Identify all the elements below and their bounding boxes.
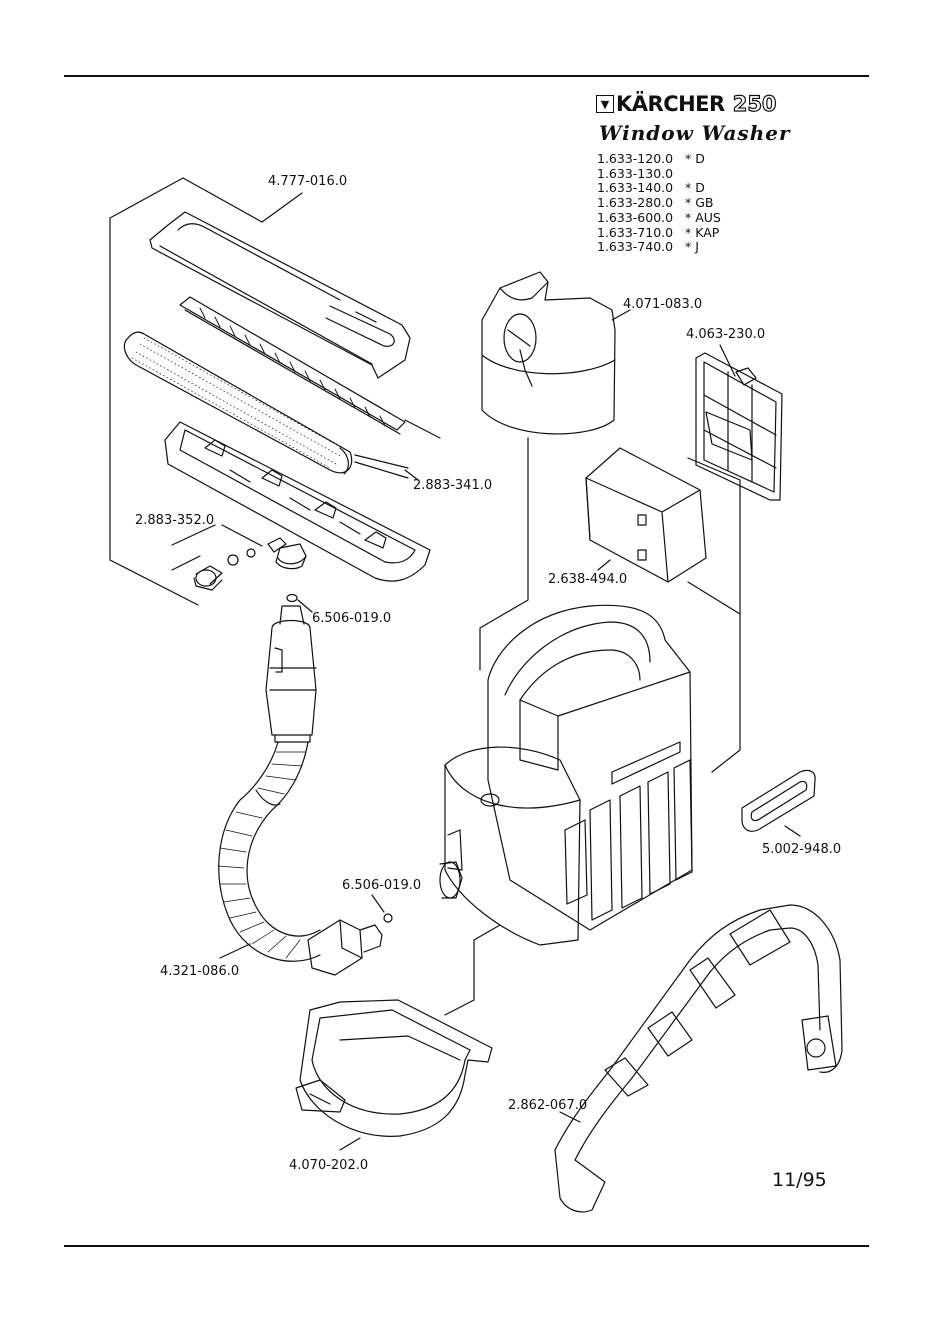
part-label-grille: 4.063-230.0 (686, 327, 765, 342)
hose-connector-part (308, 914, 392, 975)
connector-set-part (172, 525, 306, 590)
part-label-hose: 4.321-086.0 (160, 964, 239, 979)
part-label-gasket: 5.002-948.0 (762, 842, 841, 857)
part-label-roller: 2.883-341.0 (413, 478, 492, 493)
leader-grille-to-body (688, 458, 740, 614)
rail-strip-part (180, 297, 405, 434)
leader-grille (720, 345, 735, 376)
hose-handle-part (266, 606, 316, 742)
sponge-roller-part (124, 332, 351, 474)
seal-gasket-part (742, 770, 815, 831)
wiper-base-part (165, 422, 430, 581)
leader-tray (340, 1138, 360, 1150)
part-label-cover: 4.777-016.0 (268, 174, 347, 189)
part-label-cap: 4.071-083.0 (623, 297, 702, 312)
leader-battery (598, 560, 610, 570)
collection-tray-part (296, 1000, 492, 1136)
leader-hose (220, 944, 250, 958)
part-label-battery: 2.638-494.0 (548, 572, 627, 587)
shoulder-strap-part (555, 905, 842, 1212)
leader-gasket (785, 826, 800, 836)
page-number: 11/95 (772, 1169, 827, 1191)
part-label-tray: 4.070-202.0 (289, 1158, 368, 1173)
tank-cap-part (482, 272, 615, 434)
main-unit-body-part (440, 605, 692, 945)
part-label-o-ring-bottom: 6.506-019.0 (342, 878, 421, 893)
battery-pack-part (586, 448, 706, 582)
leader-cover (262, 193, 302, 222)
leader-cap-to-body (480, 438, 528, 670)
hose-part (218, 742, 320, 961)
o-ring-top-part (287, 595, 297, 602)
wiper-cover-part (150, 212, 410, 378)
leader-battery-to-body (688, 582, 740, 772)
leader-tray-to-body (445, 925, 500, 1015)
filter-grille-part (696, 353, 782, 500)
leader-o-ring-bottom (372, 895, 384, 912)
part-label-strap: 2.862-067.0 (508, 1098, 587, 1113)
part-label-o-ring-top: 6.506-019.0 (312, 611, 391, 626)
part-label-connector: 2.883-352.0 (135, 513, 214, 528)
